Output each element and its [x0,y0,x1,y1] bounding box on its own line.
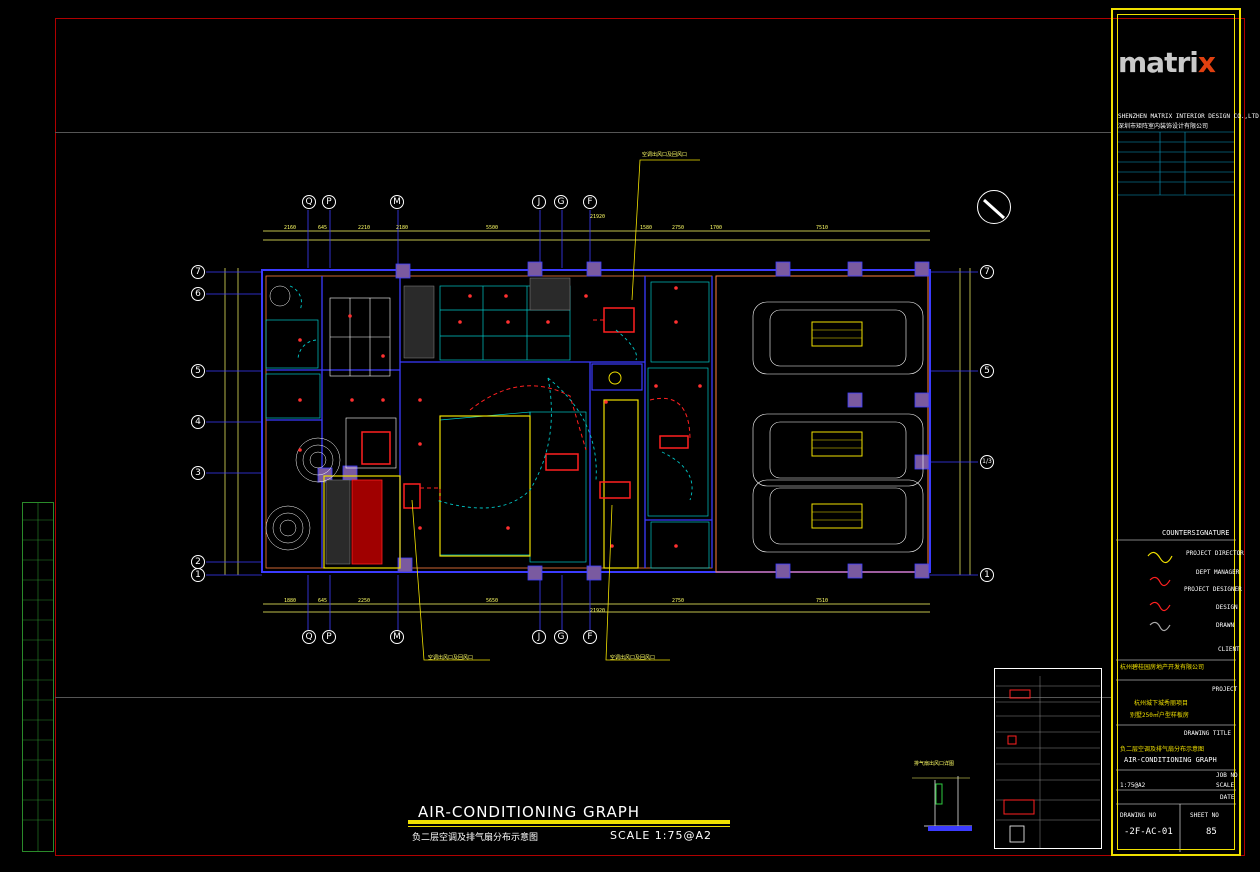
dimension-label: 2160 [284,225,297,231]
matrix-logo: matrix [1118,46,1216,79]
dimension-label: 645 [318,598,328,604]
drawing-no: -2F-AC-01 [1124,827,1173,837]
dimension-label: 1880 [284,598,297,604]
sheet-no: 85 [1206,827,1217,837]
title-block [1111,8,1241,856]
note-detail: 排气扇出风口详图 [914,761,955,767]
grid-bubble-left: 1 [191,568,205,582]
sheet-border [55,18,1245,856]
dimension-label: 1580 [640,225,653,231]
dimension-label: 1700 [710,225,723,231]
grid-bubble-left: 5 [191,364,205,378]
north-arrow-icon [977,190,1011,224]
grid-bubble-bottom: G [554,630,568,644]
grid-bubble-left: 2 [191,555,205,569]
countersignature-label: COUNTERSIGNATURE [1162,529,1230,537]
scale-label: SCALE [1216,782,1235,789]
role-label: DESIGN [1216,604,1238,611]
grid-bubble-left: 6 [191,287,205,301]
company-name-cn: 深圳市矩阵室内装饰设计有限公司 [1118,123,1209,130]
drawing-title-label: DRAWING TITLE [1184,730,1231,737]
guide-line [55,132,1111,133]
drawing-no-label: DRAWING NO [1120,812,1157,819]
project-line-1: 杭州城下城秀丽项目 [1134,700,1189,707]
drawing-subtitle: 负二层空调及排气扇分布示意图 [412,833,539,843]
dimension-label: 7510 [816,598,829,604]
drawing-title-en: AIR-CONDITIONING GRAPH [1124,756,1217,764]
grid-bubble-top: P [322,195,336,209]
dimension-label: 5500 [486,225,499,231]
dimension-total: 21920 [590,608,606,614]
dimension-label: 2250 [358,598,371,604]
drawing-title: AIR-CONDITIONING GRAPH [418,803,641,821]
dimension-label: 2750 [672,225,685,231]
date-label: DATE [1220,794,1235,801]
grid-bubble-top: Q [302,195,316,209]
guide-line [55,697,1111,698]
note-ac-outlet: 空调出风口及回风口 [642,152,688,158]
role-label: DRAWN [1216,622,1235,629]
dimension-label: 645 [318,225,328,231]
dimension-total: 21920 [590,214,606,220]
grid-bubble-bottom: J [532,630,546,644]
grid-bubble-bottom: P [322,630,336,644]
note-ac-outlet: 空调出风口及回风口 [610,655,656,661]
legend-table [994,668,1102,849]
dimension-label: 7510 [816,225,829,231]
company-name-en: SHENZHEN MATRIX INTERIOR DESIGN CO.,LTD [1118,113,1259,120]
title-underline [408,826,730,827]
client-label: CLIENT [1218,646,1240,653]
drawing-scale: SCALE 1:75@A2 [610,829,712,842]
grid-bubble-bottom: M [390,630,404,644]
sheet-no-label: SHEET NO [1190,812,1219,819]
grid-bubble-right: 1/3 [980,455,994,469]
grid-bubble-right: 5 [980,364,994,378]
project-line-2: 别墅250㎡户型样板房 [1130,712,1189,719]
title-underline [408,820,730,824]
dimension-label: 2750 [672,598,685,604]
grid-bubble-top: J [532,195,546,209]
dimension-label: 5650 [486,598,499,604]
drawing-title-cn: 负二层空调及排气扇分布示意图 [1120,746,1205,753]
grid-bubble-right: 1 [980,568,994,582]
role-label: PROJECT DESIGNER [1184,586,1242,593]
grid-bubble-bottom: Q [302,630,316,644]
car-outlines [752,301,924,553]
note-ac-outlet: 空调出风口及回风口 [428,655,474,661]
scale-value: 1:75@A2 [1120,782,1146,789]
job-no-label: JOB NO [1216,772,1238,779]
grid-bubble-top: F [583,195,597,209]
dimension-label: 2210 [358,225,371,231]
role-label: DEPT MANAGER [1196,569,1240,576]
dimension-lines [224,230,971,613]
grid-bubble-right: 7 [980,265,994,279]
project-label: PROJECT [1212,686,1238,693]
grid-bubble-left: 7 [191,265,205,279]
grid-bubble-bottom: F [583,630,597,644]
dimension-label: 2180 [396,225,409,231]
role-label: PROJECT DIRECTOR [1186,550,1244,557]
grid-bubble-left: 3 [191,466,205,480]
grid-bubble-left: 4 [191,415,205,429]
grid-bubble-top: G [554,195,568,209]
client-value: 杭州碧桂园房地产开发有限公司 [1120,664,1205,671]
grid-bubble-top: M [390,195,404,209]
